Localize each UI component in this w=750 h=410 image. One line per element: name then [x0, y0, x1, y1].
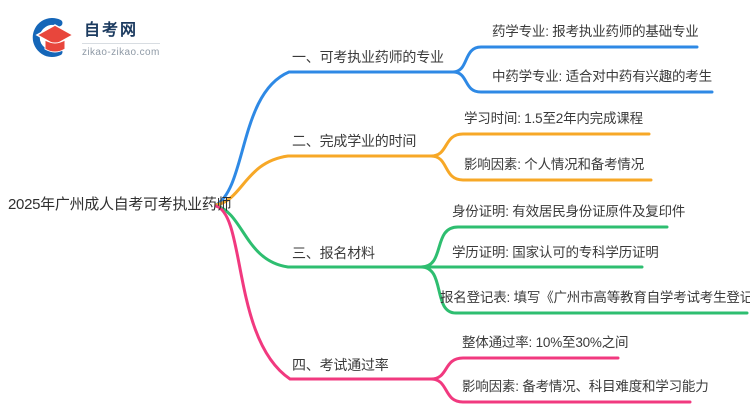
graduation-cap-icon	[32, 18, 75, 57]
branch-3-child-3-label: 报名登记表: 填写《广州市高等教育自学考试考生登记表》	[440, 290, 750, 305]
root-topic: 2025年广州成人自考可考执业药师	[8, 196, 232, 213]
branch-2-child-2-label: 影响因素: 个人情况和备考情况	[464, 157, 645, 172]
connector-root-to-branch-1	[214, 70, 455, 207]
branch-4-label: 四、考试通过率	[292, 357, 389, 373]
branch-4-child-2-label: 影响因素: 备考情况、科目难度和学习能力	[462, 379, 709, 394]
branch-3-child-1-label: 身份证明: 有效居民身份证原件及复印件	[452, 204, 686, 219]
connector-branch-1-child-2	[451, 70, 714, 94]
branch-4-child-1-label: 整体通过率: 10%至30%之间	[462, 335, 629, 350]
connector-branch-3-child-1	[419, 225, 669, 269]
connector-branch-2-child-2	[429, 154, 653, 182]
site-logo: 自考网 zikao-zikao.com	[26, 12, 160, 62]
connector-root-to-branch-2	[214, 154, 433, 207]
branch-3-connectors	[214, 204, 749, 315]
branch-1-label: 一、可考执业药师的专业	[292, 49, 444, 65]
connector-branch-2-child-1	[429, 132, 651, 158]
branch-4-connectors	[214, 204, 692, 404]
connector-branch-4-child-1	[429, 356, 620, 381]
branch-2-label: 二、完成学业的时间	[292, 133, 417, 149]
logo-text: 自考网 zikao-zikao.com	[82, 16, 160, 58]
site-domain: zikao-zikao.com	[82, 43, 160, 58]
connector-branch-4-child-2	[429, 377, 692, 404]
branch-3-child-2-label: 学历证明: 国家认可的专科学历证明	[452, 245, 659, 260]
connector-root-to-branch-3	[214, 204, 423, 269]
branch-2-connectors	[214, 132, 653, 207]
branch-1-connectors	[214, 45, 714, 207]
branch-2-child-1-label: 学习时间: 1.5至2年内完成课程	[464, 111, 643, 126]
branch-1-child-1-label: 药学专业: 报考执业药师的基础专业	[492, 24, 699, 39]
connector-branch-3-child-3	[419, 265, 749, 315]
branch-3-label: 三、报名材料	[292, 245, 375, 261]
connector-root-to-branch-4	[214, 204, 433, 381]
branch-1-child-2-label: 中药学专业: 适合对中药有兴趣的考生	[492, 69, 712, 84]
site-name: 自考网	[84, 22, 139, 39]
